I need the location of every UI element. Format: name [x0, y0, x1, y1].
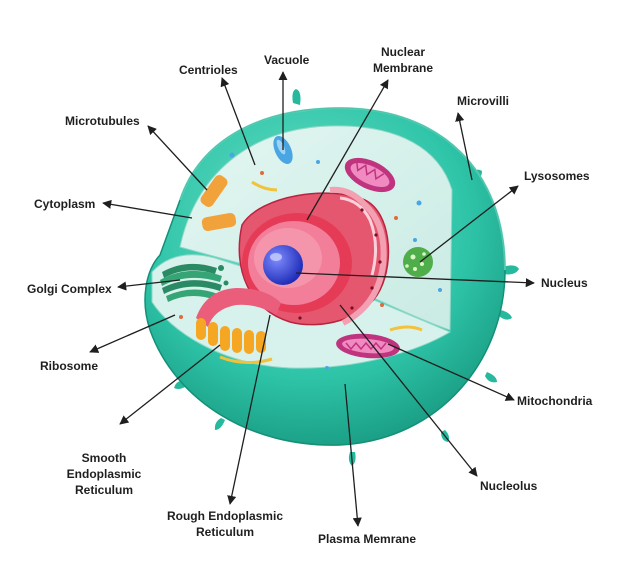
leader-rough-er	[227, 314, 271, 505]
mitochondrion-top	[344, 157, 396, 193]
nucleolus	[263, 245, 303, 285]
label-plasma-membrane: Plasma Memrane	[318, 532, 417, 546]
label-vacuole: Vacuole	[264, 53, 310, 67]
leader-plasma-membrane	[344, 383, 362, 527]
label-lysosomes: Lysosomes	[524, 169, 590, 183]
label-centrioles: Centrioles	[179, 63, 238, 77]
microtubules	[200, 175, 423, 332]
leader-nucleus	[295, 272, 535, 288]
label-nuclear-membrane: Nuclear Membrane	[372, 45, 434, 75]
label-nucleolus: Nucleolus	[480, 479, 538, 493]
label-golgi-complex: Golgi Complex	[27, 282, 112, 296]
label-mitochondria: Mitochondria	[517, 394, 593, 408]
label-microvilli: Microvilli	[457, 94, 510, 108]
leader-lines	[89, 71, 535, 527]
leader-nuclear-membrane	[306, 79, 389, 221]
leader-nucleolus	[339, 304, 478, 477]
label-smooth-er: Smooth Endoplasmic Reticulum	[66, 451, 142, 497]
golgi-complex	[160, 263, 229, 302]
label-microtubules: Microtubules	[65, 114, 140, 128]
leader-golgi	[117, 279, 181, 291]
label-nucleus: Nucleus	[541, 276, 588, 290]
leader-ribosome	[89, 314, 176, 353]
leader-lysosomes	[419, 185, 519, 263]
leader-mitochondria	[387, 343, 515, 401]
label-ribosome: Ribosome	[40, 359, 99, 373]
lysosome	[403, 247, 433, 277]
leader-cytoplasm	[102, 199, 193, 219]
label-rough-er: Rough Endoplasmic Reticulum	[166, 509, 283, 539]
label-cytoplasm: Cytoplasm	[34, 197, 96, 211]
leader-microvilli	[455, 112, 473, 181]
mitochondrion-bottom	[336, 333, 400, 359]
leader-microtubules	[147, 125, 208, 191]
leader-smooth-er	[119, 344, 221, 425]
leader-centrioles	[220, 77, 256, 166]
